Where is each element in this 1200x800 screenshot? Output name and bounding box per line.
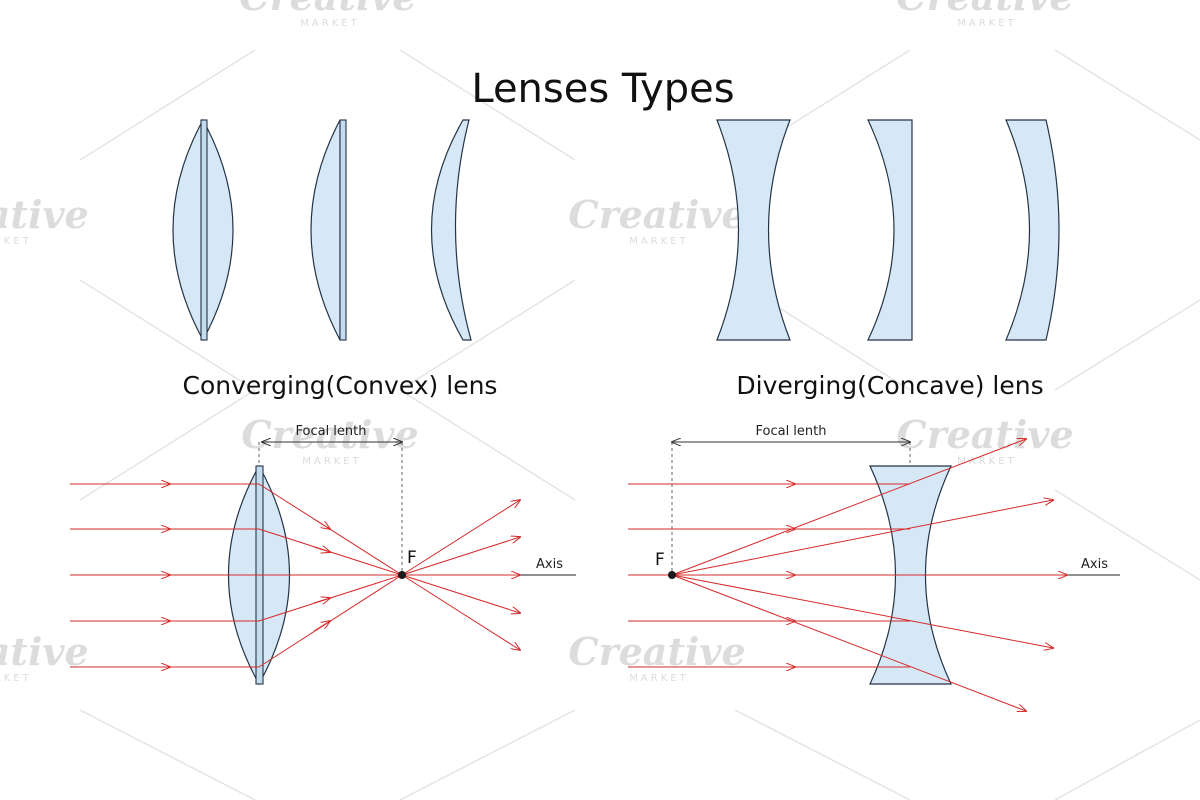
diverging-lens-types xyxy=(716,119,1060,341)
converging-ray-diagram: Focal lenth Axis xyxy=(70,424,576,686)
svg-text:MARKET: MARKET xyxy=(0,673,32,684)
watermark-logo: Creative MARKET xyxy=(0,629,89,684)
ray-arrow xyxy=(313,547,330,552)
diverging-ray xyxy=(671,439,1026,576)
outgoing-ray xyxy=(401,574,520,613)
outgoing-ray xyxy=(401,537,520,576)
svg-text:Creative: Creative xyxy=(896,412,1073,457)
diverging-ray xyxy=(671,574,1026,711)
watermark-logo: Creative MARKET xyxy=(239,0,416,29)
watermark-logo: Creative MARKET xyxy=(896,0,1073,29)
ray-arrow xyxy=(313,518,330,529)
watermark-logo: Creative MARKET xyxy=(241,412,418,467)
focal-length-label: Focal lenth xyxy=(755,424,826,439)
diverging-ray xyxy=(671,574,1053,648)
diverging-label: Diverging(Concave) lens xyxy=(736,371,1043,400)
watermark-lines xyxy=(79,49,1200,800)
ray-arrow xyxy=(313,621,330,632)
outgoing-ray xyxy=(401,574,520,650)
focal-point-label: F xyxy=(407,548,417,568)
svg-text:MARKET: MARKET xyxy=(0,236,32,247)
biconvex-lens-strip xyxy=(200,119,208,341)
svg-text:Creative: Creative xyxy=(568,192,745,237)
svg-text:Creative: Creative xyxy=(896,0,1073,19)
svg-text:MARKET: MARKET xyxy=(629,236,688,247)
biconcave-lens xyxy=(716,119,791,341)
watermark-logo: Creative MARKET xyxy=(0,192,89,247)
svg-text:MARKET: MARKET xyxy=(957,456,1016,467)
svg-text:MARKET: MARKET xyxy=(957,18,1016,29)
concave-meniscus-lens xyxy=(1005,119,1060,341)
svg-text:MARKET: MARKET xyxy=(302,456,361,467)
svg-text:MARKET: MARKET xyxy=(300,18,359,29)
focal-length-label: Focal lenth xyxy=(295,424,366,439)
converging-label: Converging(Convex) lens xyxy=(183,371,498,400)
svg-text:Creative: Creative xyxy=(241,412,418,457)
outgoing-ray xyxy=(401,500,520,576)
axis-label: Axis xyxy=(1081,557,1108,572)
focal-point xyxy=(668,571,676,579)
watermark-logo: Creative MARKET xyxy=(568,192,745,247)
ray-arrow xyxy=(313,598,330,603)
svg-text:MARKET: MARKET xyxy=(629,673,688,684)
page-title: Lenses Types xyxy=(471,66,734,112)
svg-text:Creative: Creative xyxy=(239,0,416,19)
plano-concave-lens xyxy=(867,119,913,341)
focal-point-label: F xyxy=(655,550,665,570)
diverging-ray-diagram: Focal lenth Axis F xyxy=(628,424,1120,711)
svg-text:Creative: Creative xyxy=(0,192,89,237)
diverging-ray xyxy=(671,500,1053,576)
convex-meniscus-lens xyxy=(430,119,472,341)
axis-label: Axis xyxy=(536,557,563,572)
watermark-logo: Creative MARKET xyxy=(896,412,1073,467)
focal-point xyxy=(398,571,406,579)
converging-lens-types xyxy=(172,118,472,342)
plano-convex-lens-strip xyxy=(339,119,347,341)
plano-convex-lens xyxy=(310,119,341,341)
watermark-logo: Creative MARKET xyxy=(568,629,745,684)
